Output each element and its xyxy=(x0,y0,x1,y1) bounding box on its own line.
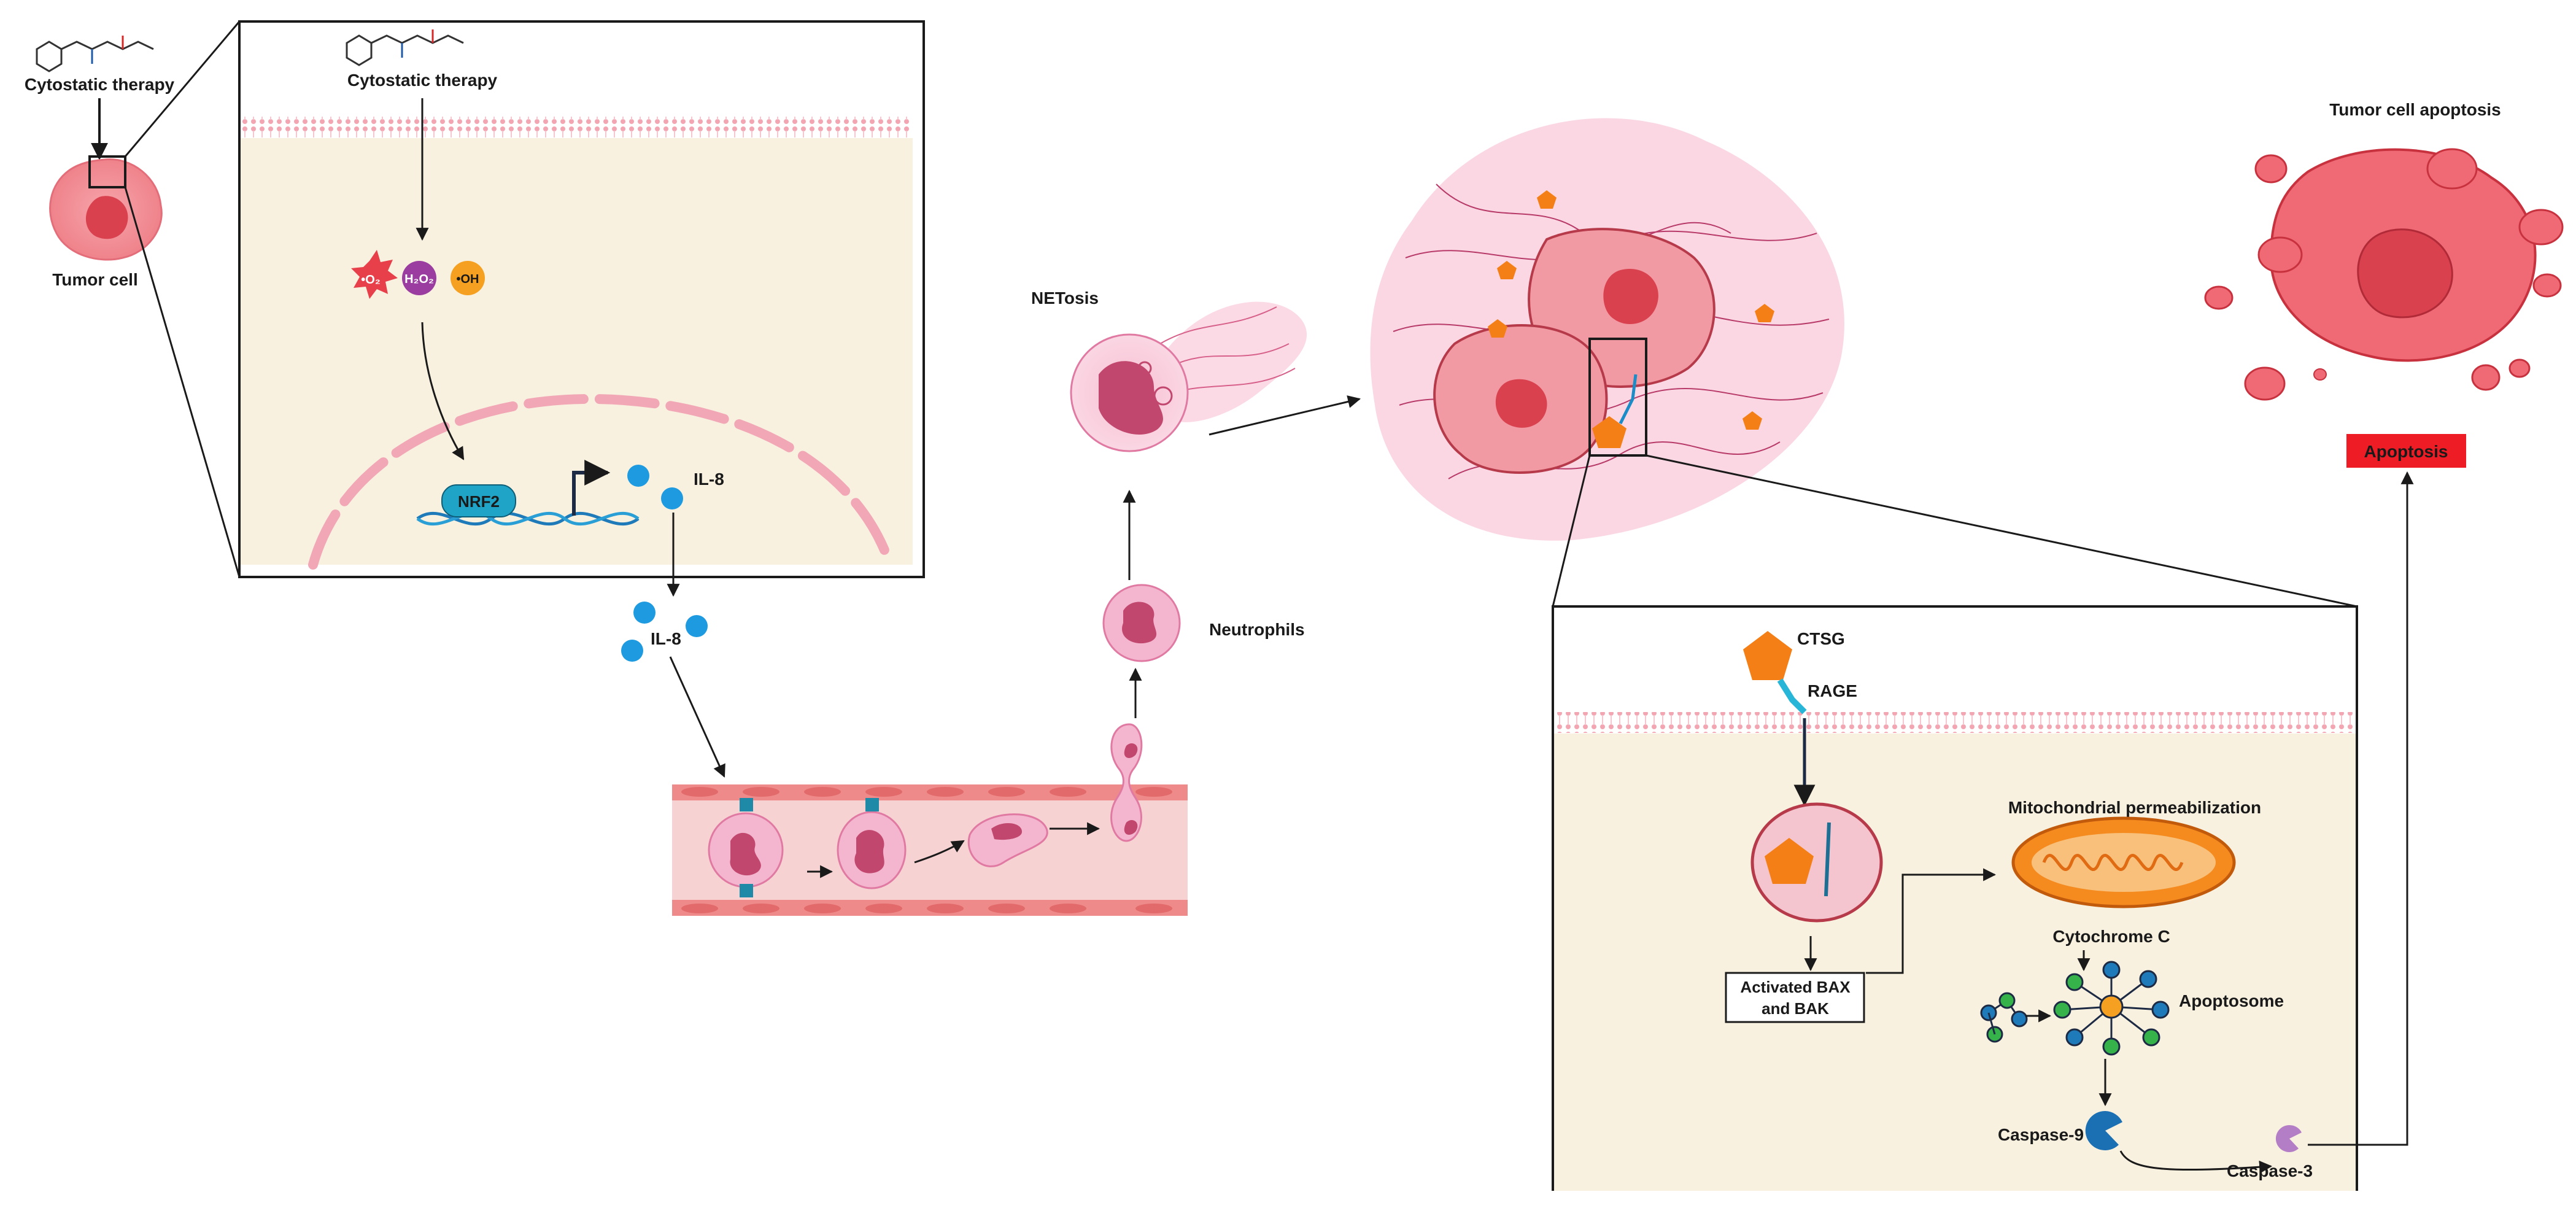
caspase9-label: Caspase-9 xyxy=(1998,1125,2084,1144)
cytostatic-label-left: Cytostatic therapy xyxy=(25,75,175,94)
inset-apoptosis-pathway xyxy=(1552,605,2358,1191)
rage-label: RAGE xyxy=(1808,681,1857,700)
netosis-cell xyxy=(1070,301,1307,452)
neutrophil-crawling xyxy=(967,813,1048,867)
tumor-cell-apoptosis-label: Tumor cell apoptosis xyxy=(2329,100,2501,119)
neutrophil-extravasating xyxy=(1110,723,1143,842)
svg-text:NRF2: NRF2 xyxy=(458,492,500,511)
apaf1-monomer xyxy=(1980,992,2028,1043)
cytostatic-molecule-left xyxy=(36,36,154,72)
apoptosome-complex xyxy=(2053,961,2170,1056)
svg-text:Activated BAX: Activated BAX xyxy=(1740,978,1851,996)
il8-dot xyxy=(661,487,683,509)
svg-text:H₂O₂: H₂O₂ xyxy=(404,273,434,286)
inset-tumor-cell-interior xyxy=(238,20,925,578)
svg-text:•OH: •OH xyxy=(456,273,479,286)
dna-helix xyxy=(416,511,640,526)
netosis-label: NETosis xyxy=(1031,288,1099,308)
cell-membrane-inset2 xyxy=(1554,712,2356,733)
apoptotic-tumor-cell xyxy=(2204,148,2564,401)
caspase3-label: Caspase-3 xyxy=(2227,1161,2313,1180)
activated-bax-box: Activated BAX and BAK xyxy=(1725,972,1865,1023)
neutrophils-label: Neutrophils xyxy=(1209,620,1305,639)
ros-superoxide: •O₂ xyxy=(351,250,398,299)
cytostatic-label-inset: Cytostatic therapy xyxy=(347,71,498,90)
il8-secreted-cluster xyxy=(621,602,708,662)
il8-label-nucleus: IL-8 xyxy=(694,470,724,489)
mitochondrion xyxy=(2011,816,2236,908)
ros-hydroxyl: •OH xyxy=(451,261,485,295)
caspase9-icon xyxy=(2085,1110,2122,1150)
caspase3-icon xyxy=(2275,1125,2302,1152)
apoptosis-box: Apoptosis xyxy=(2346,434,2466,468)
il8-dot xyxy=(627,465,649,487)
nrf2-protein: NRF2 xyxy=(441,484,516,517)
neutrophil-free xyxy=(1102,584,1181,662)
zoom-box-cluster xyxy=(1588,338,1647,457)
rage-receptor xyxy=(1777,678,1807,714)
apoptosome-label: Apoptosome xyxy=(2179,991,2284,1010)
svg-text:•O₂: •O₂ xyxy=(361,273,380,287)
nuclear-envelope xyxy=(308,393,895,570)
cytostatic-molecule-inset xyxy=(346,29,464,66)
endosome-ctsg xyxy=(1750,802,1883,923)
il8-label-secreted: IL-8 xyxy=(651,629,681,648)
tumor-cell-label: Tumor cell xyxy=(52,270,138,289)
tumor-cell-small xyxy=(49,158,163,261)
ros-h2o2: H₂O₂ xyxy=(402,261,436,295)
neutrophil-rolling xyxy=(708,798,784,897)
ctsg-label: CTSG xyxy=(1797,629,1845,648)
mito-perm-label: Mitochondrial permeabilization xyxy=(2008,798,2261,817)
svg-text:Apoptosis: Apoptosis xyxy=(2364,442,2448,461)
ctsg-pentagon xyxy=(1743,631,1792,680)
net-tumor-cluster xyxy=(1370,118,1844,541)
svg-text:and BAK: and BAK xyxy=(1762,999,1829,1018)
cytochrome-c-label: Cytochrome C xyxy=(2052,927,2170,946)
transcription-arrow xyxy=(572,460,611,516)
neutrophil-adhesion xyxy=(837,798,907,889)
zoom-box-small xyxy=(88,155,126,188)
cell-membrane-inset1 xyxy=(241,117,913,137)
